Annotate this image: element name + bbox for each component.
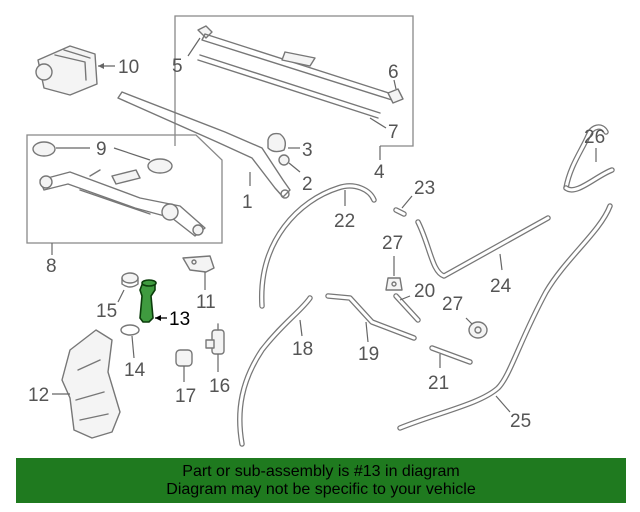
- callout-13: 13: [169, 309, 190, 330]
- parts-diagram: 1 2 3 4 5 6 7 8 9 10 11 12 13 14 15 16 1…: [26, 15, 615, 447]
- callout-3: 3: [302, 140, 313, 161]
- leader-20: [399, 295, 411, 301]
- callout-15: 15: [96, 301, 117, 322]
- washer-hose-part-22[interactable]: [259, 183, 377, 309]
- fitment-banner: Part or sub-assembly is #13 in diagram D…: [16, 458, 626, 503]
- wiper-blade[interactable]: [197, 33, 396, 119]
- callout-26: 26: [584, 127, 605, 148]
- callout-7: 7: [388, 122, 399, 143]
- reservoir-cap-part-15[interactable]: [121, 272, 139, 288]
- pivot-cap-part-9[interactable]: [32, 141, 173, 185]
- washer-hose-part-24[interactable]: [415, 215, 551, 279]
- washer-hose-part-25[interactable]: [397, 203, 613, 431]
- washer-hose-part-26[interactable]: [563, 124, 615, 193]
- callout-25: 25: [510, 411, 531, 432]
- leader-14: [131, 335, 135, 359]
- group-box-4: [174, 15, 414, 147]
- group-box-8: [26, 134, 223, 244]
- washer-hose-part-19[interactable]: [325, 293, 417, 341]
- callout-27a: 27: [382, 233, 403, 254]
- callout-16: 16: [209, 376, 230, 397]
- callout-24: 24: [490, 276, 512, 297]
- callout-4: 4: [374, 162, 385, 183]
- leader-18: [299, 319, 303, 337]
- washer-pump-part-16[interactable]: [205, 323, 225, 355]
- washer-nozzle-part-27a[interactable]: [385, 277, 403, 291]
- leader-27b: [465, 317, 473, 325]
- washer-hose-part-21[interactable]: [429, 345, 473, 365]
- callout-6: 6: [388, 62, 399, 83]
- leader-7: [369, 117, 387, 129]
- callout-11: 11: [196, 292, 216, 313]
- washer-reservoir-part-12[interactable]: [61, 329, 121, 439]
- washer-hose-part-18[interactable]: [237, 295, 313, 447]
- banner-line-2: Diagram may not be specific to your vehi…: [166, 480, 476, 498]
- leader-5: [187, 37, 201, 57]
- callout-21: 21: [428, 373, 449, 394]
- leader-9b: [113, 147, 151, 161]
- callout-14: 14: [124, 360, 146, 381]
- bracket-part-11[interactable]: [182, 255, 215, 273]
- callout-12: 12: [28, 385, 49, 406]
- callout-1: 1: [242, 192, 253, 213]
- wiper-linkage[interactable]: [39, 169, 206, 237]
- washer-nozzle-part-27b[interactable]: [468, 321, 488, 339]
- callout-20: 20: [414, 281, 435, 302]
- seal-ring-part-14[interactable]: [120, 324, 140, 336]
- callout-9: 9: [96, 139, 107, 160]
- wiper-arm-part-1[interactable]: [117, 91, 291, 199]
- leader-19: [365, 321, 369, 343]
- callout-23: 23: [414, 178, 435, 199]
- callout-10: 10: [118, 57, 139, 78]
- filler-neck-part-13[interactable]: [139, 279, 157, 323]
- leader-23: [401, 195, 413, 209]
- banner-line-1: Part or sub-assembly is #13 in diagram: [182, 462, 460, 480]
- blade-cap-part-6[interactable]: [387, 88, 404, 104]
- wiper-motor-part-10[interactable]: [35, 45, 98, 96]
- callout-17: 17: [175, 386, 196, 407]
- callout-22: 22: [334, 211, 355, 232]
- washer-hose-part-20[interactable]: [393, 293, 421, 323]
- callout-2: 2: [302, 174, 313, 195]
- callout-5: 5: [172, 56, 183, 77]
- callout-19: 19: [358, 344, 379, 365]
- callout-27b: 27: [442, 294, 463, 315]
- leader-6: [393, 79, 397, 90]
- arm-nut-part-2[interactable]: [278, 154, 290, 166]
- callout-8: 8: [46, 256, 57, 277]
- leader-25: [495, 395, 511, 413]
- arm-cap-part-3[interactable]: [267, 132, 287, 153]
- leader-2: [288, 162, 301, 173]
- grommet-part-17[interactable]: [175, 349, 193, 367]
- leader-24: [499, 253, 503, 271]
- leader-15: [117, 289, 125, 303]
- connector-part-23[interactable]: [393, 207, 407, 217]
- callout-18: 18: [292, 339, 313, 360]
